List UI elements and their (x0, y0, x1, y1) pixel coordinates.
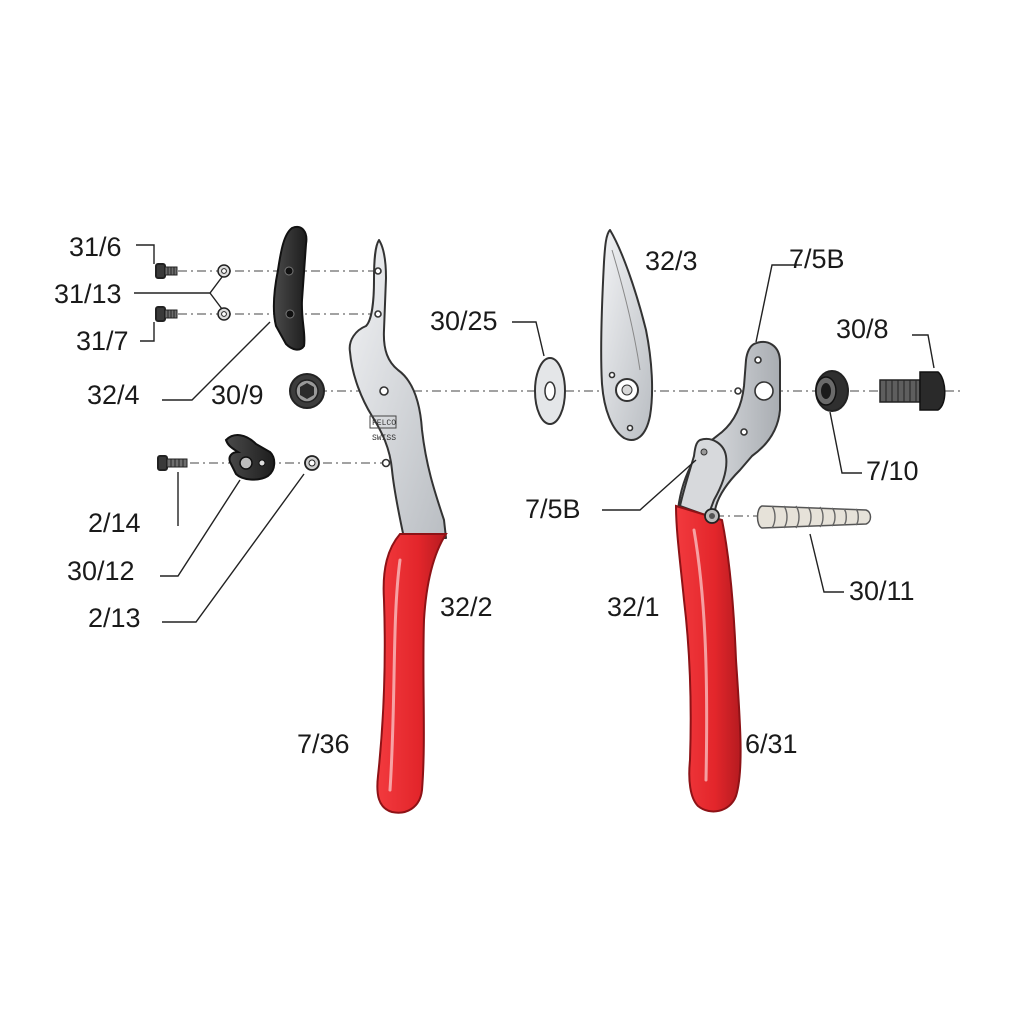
label-7-36: 7/36 (297, 729, 350, 759)
label-32-2: 32/2 (440, 592, 493, 622)
label-30-8: 30/8 (836, 314, 889, 344)
screw-31-6 (155, 263, 178, 279)
svg-text:SWISS: SWISS (372, 434, 396, 443)
latch-30-12 (224, 434, 276, 481)
screw-2-14 (157, 455, 188, 471)
handle-grip-6-31 (674, 504, 742, 813)
spring-plate-7-5b (679, 438, 728, 517)
label-30-9: 30/9 (211, 380, 264, 410)
label-30-11: 30/11 (849, 576, 915, 606)
bolt-30-8 (879, 371, 946, 411)
label-31-6: 31/6 (69, 232, 122, 262)
label-7-5b-top: 7/5B (789, 244, 845, 274)
washers-31-13 (217, 264, 231, 321)
label-7-10: 7/10 (866, 456, 919, 486)
label-30-12: 30/12 (67, 556, 135, 586)
washer-30-25 (534, 357, 566, 425)
anvil-plate-32-4 (272, 226, 308, 351)
label-2-13: 2/13 (88, 603, 141, 633)
screw-31-7 (155, 306, 178, 322)
label-2-14: 2/14 (88, 508, 141, 538)
lower-blade-32-2: FELCO SWISS (348, 239, 447, 539)
label-7-5b-mid: 7/5B (525, 494, 581, 524)
handle-grip-7-36 (376, 533, 448, 814)
label-6-31: 6/31 (745, 729, 798, 759)
leader-lines (134, 244, 935, 623)
label-31-7: 31/7 (76, 326, 129, 356)
label-30-25: 30/25 (430, 306, 498, 336)
label-32-3: 32/3 (645, 246, 698, 276)
spring-pin-7-5b (704, 508, 720, 524)
part-labels: 31/6 31/13 31/7 32/4 30/9 2/14 30/12 2/1… (54, 232, 919, 759)
label-32-4: 32/4 (87, 380, 140, 410)
label-31-13: 31/13 (54, 279, 122, 309)
label-32-1: 32/1 (607, 592, 660, 622)
svg-text:FELCO: FELCO (372, 419, 396, 428)
bushing-7-10 (815, 370, 849, 412)
spring-30-11 (756, 505, 872, 529)
washer-2-13 (304, 455, 320, 471)
nut-30-9 (289, 373, 325, 409)
upper-blade-32-3 (600, 229, 654, 441)
